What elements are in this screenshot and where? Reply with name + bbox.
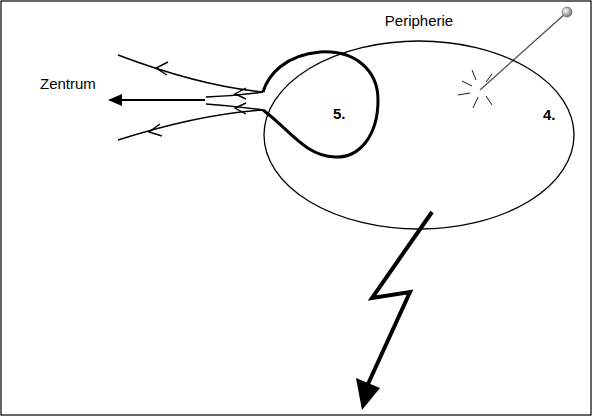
callout-number: 5.	[333, 105, 346, 123]
periphery-region: Peripherie5.	[263, 40, 575, 230]
nerve-fibres	[118, 55, 263, 140]
receptor-area: 5.	[265, 52, 379, 160]
needle-symbol	[480, 7, 572, 90]
callout-number: 4.	[543, 106, 556, 124]
blob-outline	[265, 52, 379, 160]
direction-label: Zentrum	[40, 75, 96, 93]
region-title: Peripherie	[385, 12, 453, 30]
pain-sparks	[458, 70, 492, 108]
lightning-bolt	[356, 212, 432, 410]
ellipse-outline	[263, 40, 575, 230]
centre-arrow	[108, 94, 205, 106]
